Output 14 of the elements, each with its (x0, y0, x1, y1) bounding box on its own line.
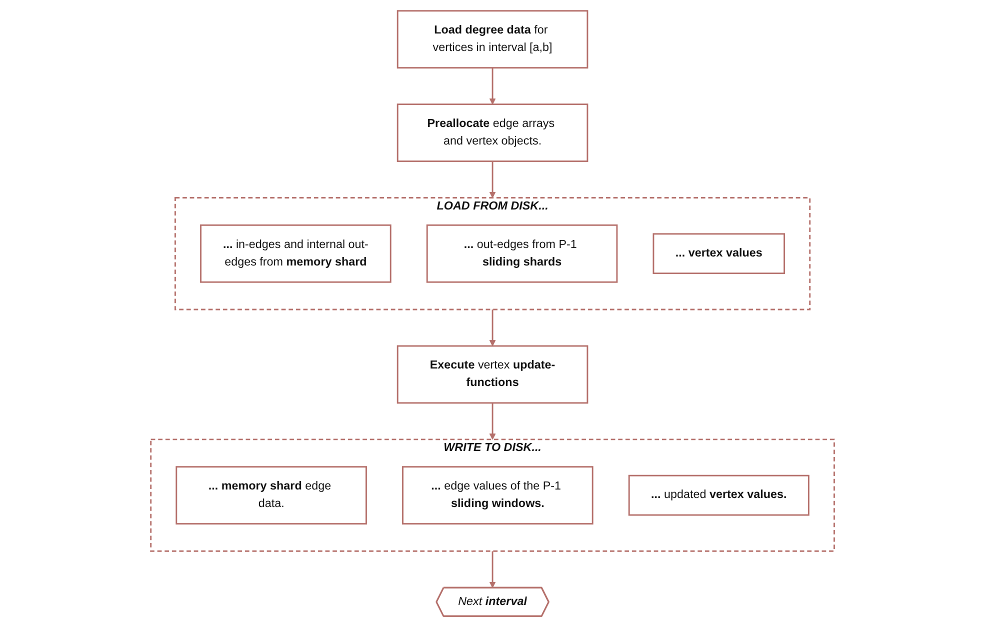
node-box: ... in-edges and internal out-edges from memory shard (200, 224, 392, 283)
node-box: ... updated vertex values. (628, 474, 810, 516)
node-box: ... edge values of the P-1 sliding windows. (402, 466, 594, 524)
arrow (489, 161, 496, 198)
arrow (489, 309, 496, 346)
arrow (489, 68, 496, 105)
arrow (489, 402, 496, 440)
node-box: Load degree data for vertices in interval [a,b] (396, 10, 588, 69)
node-box: Execute vertex update-functions (396, 345, 588, 404)
node-box: ... out-edges from P-1 sliding shards (426, 224, 618, 283)
node-box: ... vertex values (652, 233, 785, 274)
arrow (489, 551, 496, 588)
node-box: Preallocate edge arrays and vertex objects. (396, 104, 588, 162)
node-box: ... memory shard edge data. (176, 466, 367, 524)
